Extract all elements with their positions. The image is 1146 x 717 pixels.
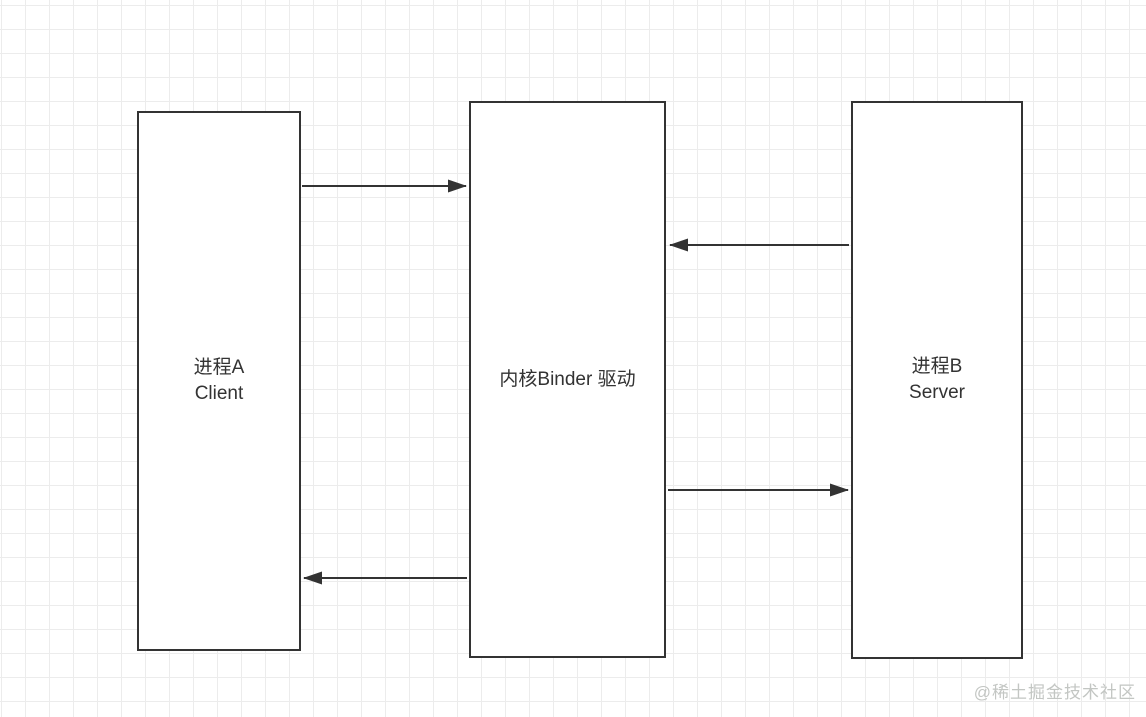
node-label-line: Client <box>194 383 244 404</box>
node-process-a-client: 进程A Client <box>137 111 301 651</box>
node-label-line: Server <box>909 382 965 403</box>
watermark: @稀土掘金技术社区 <box>973 683 1136 702</box>
node-kernel-binder-driver: 内核Binder 驱动 <box>469 101 666 658</box>
node-label-line: 进程B <box>911 356 963 377</box>
node-label-line: 进程A <box>193 357 245 378</box>
node-process-b-server: 进程B Server <box>851 101 1023 659</box>
node-label-line: 内核Binder 驱动 <box>499 368 636 390</box>
